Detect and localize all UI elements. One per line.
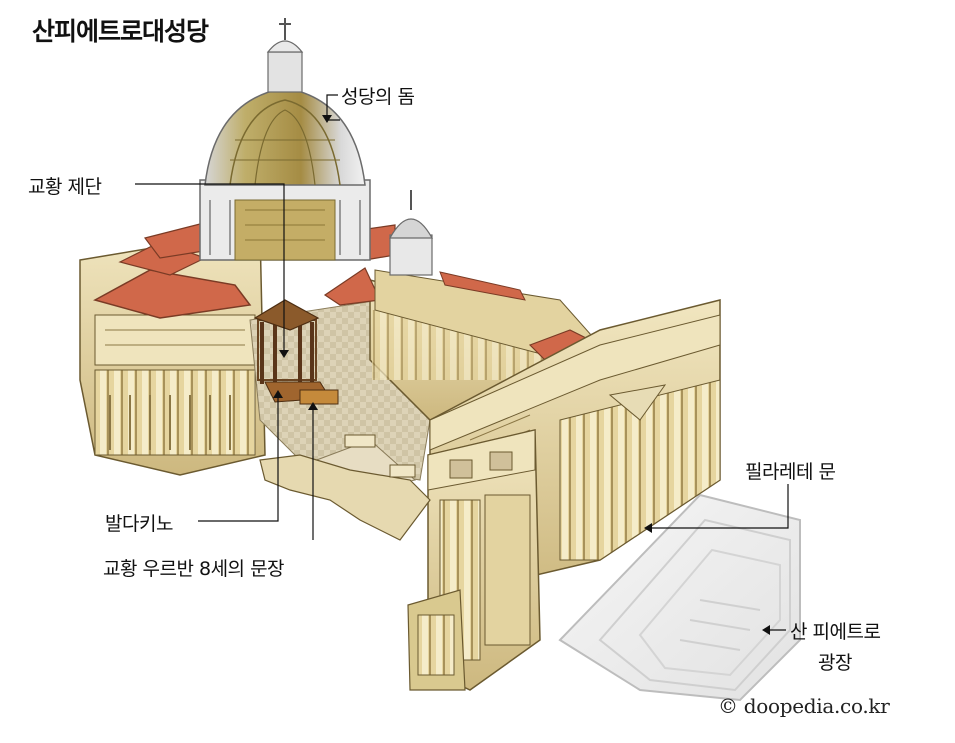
baldacchino-structure [253, 299, 339, 405]
leader-papal-altar [135, 183, 285, 352]
front-tower [407, 429, 541, 691]
label-square-line2: 광장 [818, 652, 852, 674]
leader-filarete-door [650, 484, 789, 529]
arrow-filarete-door [644, 523, 652, 533]
arrow-dome [322, 115, 332, 123]
label-baldacchino: 발다키노 [105, 513, 173, 535]
label-filarete-door: 필라레테 문 [745, 461, 836, 483]
st-peters-square [558, 493, 801, 702]
leader-dome [326, 94, 340, 121]
copyright-text: © doopedia.co.kr [718, 694, 890, 718]
arrow-coat-of-arms [308, 402, 318, 410]
label-dome: 성당의 돔 [341, 86, 415, 108]
label-square-line1: 산 피에트로 [790, 621, 881, 643]
label-coat-of-arms: 교황 우르반 8세의 문장 [103, 558, 285, 580]
arrow-square [762, 625, 770, 635]
leader-baldacchino [198, 395, 279, 522]
diagram-title: 산피에트로대성당 [32, 17, 209, 46]
cutaway-wall [259, 434, 431, 541]
leader-lines [135, 94, 789, 635]
main-facade [429, 299, 721, 601]
small-dome [388, 190, 434, 276]
left-apse [79, 229, 266, 476]
main-dome [199, 18, 371, 261]
arrow-baldacchino [273, 390, 283, 398]
label-papal-altar: 교황 제단 [28, 176, 102, 198]
arrow-papal-altar [279, 350, 289, 358]
